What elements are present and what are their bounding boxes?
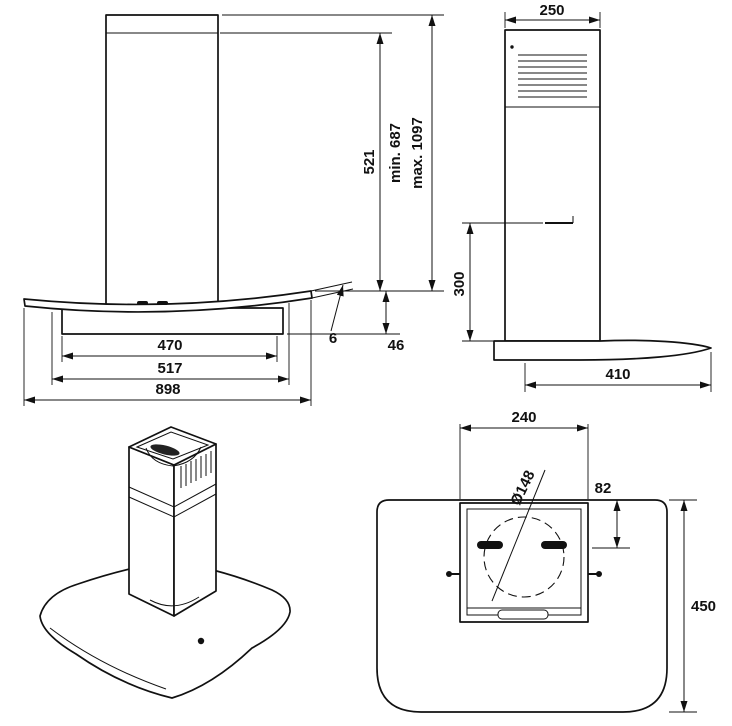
lamp-detail xyxy=(497,609,549,620)
dim-898: 898 xyxy=(23,300,312,406)
iso-knob xyxy=(197,637,205,645)
hood-body xyxy=(61,307,284,335)
iso-column-left-face xyxy=(128,446,175,617)
dim-300-label: 300 xyxy=(451,271,468,296)
glass-canopy-side xyxy=(493,339,712,361)
iso-glass-edge xyxy=(49,627,167,690)
dim-46-label: 46 xyxy=(388,337,405,354)
dim-6-label: 6 xyxy=(329,330,337,347)
dim-450-label: 450 xyxy=(691,598,716,615)
iso-glass-base xyxy=(39,560,291,699)
filter-slot xyxy=(477,541,503,549)
dim-46: 46 xyxy=(287,291,404,354)
chimney-duct xyxy=(105,14,219,306)
duct-circle xyxy=(483,516,565,598)
bottom-view: 240 Ø148 82 450 xyxy=(376,409,716,713)
dim-898-label: 898 xyxy=(155,381,180,398)
front-view: 470 517 898 521 min. 687 max. 109 xyxy=(23,14,444,406)
side-screw-left xyxy=(446,571,460,577)
dim-max-label: max. 1097 xyxy=(409,117,426,189)
vent-grille xyxy=(518,54,587,98)
dim-82-label: 82 xyxy=(595,480,612,497)
iso-blower-slot xyxy=(150,444,180,456)
side-screw-right xyxy=(588,571,602,577)
dim-240: 240 xyxy=(459,409,589,499)
dim-450: 450 xyxy=(669,499,716,713)
dim-470: 470 xyxy=(61,336,278,362)
control-button xyxy=(137,301,148,305)
dim-300: 300 xyxy=(451,222,543,342)
control-button xyxy=(157,301,168,305)
dim-470-label: 470 xyxy=(157,337,182,354)
iso-blower-bowl xyxy=(145,446,202,467)
dim-410: 410 xyxy=(524,352,712,392)
dim-517: 517 xyxy=(51,303,290,385)
isometric-view xyxy=(39,426,291,699)
iso-column-right-face xyxy=(173,443,217,617)
dim-82: 82 xyxy=(592,480,630,549)
dim-min-max: min. 687 max. 1097 xyxy=(222,14,444,291)
side-view: 250 300 410 xyxy=(451,2,712,392)
iso-top-rim-inner xyxy=(135,431,210,460)
dim-521: 521 xyxy=(220,32,444,292)
filter-slot xyxy=(541,541,567,549)
dim-410-label: 410 xyxy=(605,366,630,383)
dim-250: 250 xyxy=(504,2,601,28)
iso-seam-line xyxy=(128,483,217,508)
dim-6: 6 xyxy=(310,281,354,347)
dim-521-label: 521 xyxy=(361,149,378,174)
side-body xyxy=(504,29,601,342)
dim-min-label: min. 687 xyxy=(387,123,404,183)
wall-bracket xyxy=(545,216,574,224)
iso-seam-line xyxy=(128,493,217,518)
iso-grille xyxy=(180,451,212,488)
iso-base-joint xyxy=(149,596,200,607)
dim-517-label: 517 xyxy=(157,360,182,377)
dim-240-label: 240 xyxy=(511,409,536,426)
screw-dot xyxy=(510,45,514,49)
dim-250-label: 250 xyxy=(539,2,564,19)
